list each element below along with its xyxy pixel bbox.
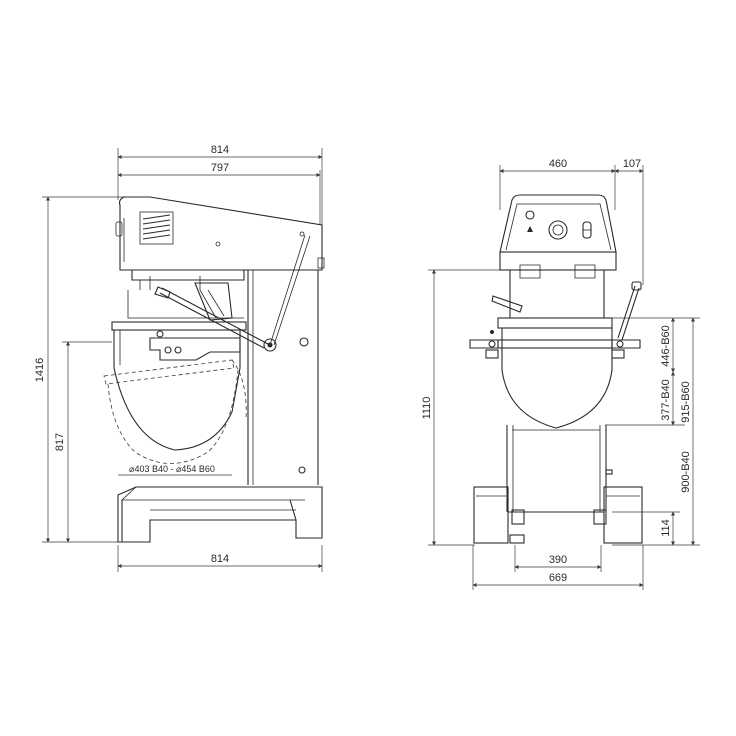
side-gearbox (127, 270, 245, 321)
dim-front-height-total: 1110 (421, 269, 500, 546)
label-front-height-total: 1110 (421, 397, 433, 420)
label-side-height-bowl: 817 (54, 433, 66, 451)
direction-icon (527, 226, 533, 232)
indicator-light (525, 210, 535, 220)
front-right-lever (617, 281, 642, 341)
label-front-feet-inner: 390 (549, 554, 567, 566)
side-vent-grille (139, 211, 174, 245)
side-base (117, 486, 323, 543)
speed-dial (548, 220, 568, 240)
label-front-bowl-377: 377-B40 (660, 379, 672, 421)
side-bowl (111, 321, 247, 451)
front-left-handle (491, 295, 523, 313)
front-body (506, 270, 613, 512)
label-side-width-top-inner: 797 (211, 162, 229, 174)
label-front-width-head: 460 (549, 158, 567, 170)
front-view: 460 107 1110 446-B60 377-B40 915-B60 (421, 158, 700, 590)
front-bowl (469, 317, 641, 431)
side-column (247, 270, 319, 485)
label-front-feet-height: 114 (660, 519, 672, 537)
dim-front-bowl-stack: 446-B60 377-B40 915-B60 900-B40 114 (605, 317, 700, 546)
label-side-bowl-diameter: ⌀403 B40 - ⌀454 B60 (129, 464, 215, 474)
dim-side-width-top-inner: 797 (117, 162, 321, 225)
side-bowl-tilted (103, 359, 247, 464)
label-side-width-base: 814 (211, 553, 229, 565)
label-front-bowl-900: 900-B40 (680, 451, 692, 493)
dim-side-height-bowl: 817 (54, 341, 112, 543)
label-side-height-total: 1416 (34, 358, 46, 382)
side-head (115, 196, 325, 271)
side-view: 814 797 1416 817 814 (34, 144, 325, 572)
label-side-width-top-outer: 814 (211, 144, 229, 156)
label-front-bowl-915: 915-B60 (680, 381, 692, 423)
front-bowl-clamp-left (469, 330, 499, 359)
dim-front-feet-inner: 390 (514, 545, 602, 572)
dim-side-height-total: 1416 (34, 196, 150, 543)
label-front-feet-outer: 669 (549, 572, 567, 584)
front-bowl-clamp-right (611, 339, 641, 359)
dim-side-width-base: 814 (117, 545, 323, 572)
label-front-bowl-446: 446-B60 (660, 325, 672, 367)
label-front-lever-offset: 107 (623, 158, 641, 170)
dim-front-feet-outer: 669 (472, 545, 644, 590)
dim-front-width-head: 460 (499, 158, 616, 210)
dim-front-lever-offset: 107 (614, 158, 644, 285)
front-feet (473, 486, 643, 544)
front-head (499, 194, 617, 279)
side-lever (154, 234, 311, 352)
dim-side-bowl-diameter: ⌀403 B40 - ⌀454 B60 (118, 464, 232, 476)
